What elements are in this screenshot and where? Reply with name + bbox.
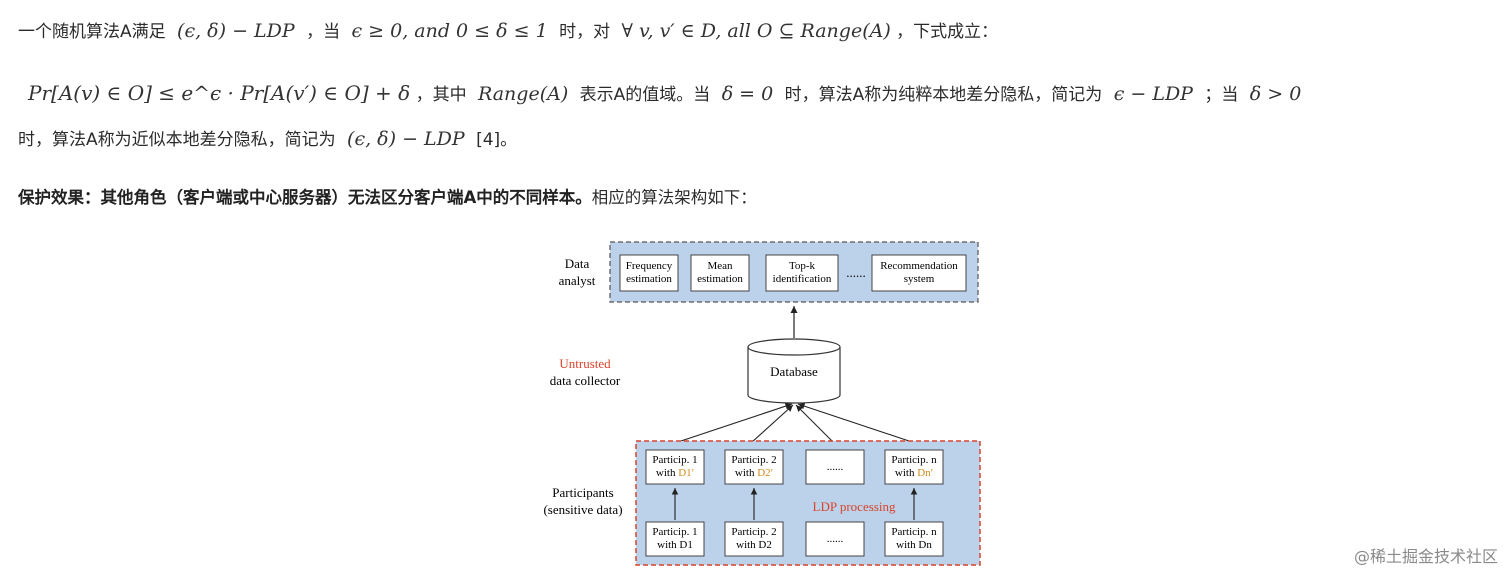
box-label: Particip. n: [891, 526, 937, 538]
box-label: with D1: [657, 539, 693, 551]
math-expression: (ϵ, δ) − LDP: [177, 20, 295, 42]
math-expression: ϵ ≥ 0, and 0 ≤ δ ≤ 1: [351, 20, 548, 42]
text: [4]。: [476, 130, 518, 150]
box-label: with D1′: [656, 467, 694, 479]
paragraph-approx-ldp: 时，算法A称为近似本地差分隐私，简记为 (ϵ, δ) − LDP [4]。: [18, 125, 517, 150]
ellipsis: ......: [846, 265, 866, 280]
text: 时，算法A称为近似本地差分隐私，简记为: [18, 130, 336, 150]
participant-box-upper-n: Particip. n with Dn′: [884, 449, 944, 485]
paragraph-protection-effect: 保护效果：其他角色（客户端或中心服务器）无法区分客户端A中的不同样本。相应的算法…: [18, 184, 757, 208]
participant-box-lower-ellipsis: ......: [805, 521, 865, 557]
ldp-processing-label: LDP processing: [813, 499, 896, 514]
box-label: Top-k: [789, 260, 816, 272]
math-expression: Range(A): [477, 83, 569, 105]
paragraph-formula: Pr[A(v) ∈ O] ≤ e^ϵ · Pr[A(v′) ∈ O] + δ ，…: [28, 80, 1301, 105]
box-label: Mean: [707, 260, 733, 272]
analysis-box-recommendation: Recommendation system: [871, 254, 967, 292]
text: 时，对: [559, 22, 611, 42]
participant-box-upper-2: Particip. 2 with D2′: [724, 449, 784, 485]
arrow: [751, 404, 794, 443]
data-analyst-label: analyst: [559, 273, 596, 288]
box-label: with Dn′: [895, 467, 933, 479]
participant-box-upper-1: Particip. 1 with D1′: [645, 449, 705, 485]
participant-box-lower-1: Particip. 1 with D1: [645, 521, 705, 557]
box-label: Particip. 2: [731, 526, 776, 538]
math-expression: ∀ v, v′ ∈ D, all O ⊆ Range(A): [621, 20, 891, 42]
box-label: identification: [773, 273, 832, 285]
box-label: with Dn: [896, 539, 932, 551]
box-label: Particip. 2: [731, 454, 776, 466]
analysis-box-mean: Mean estimation: [690, 254, 750, 292]
analysis-box-topk: Top-k identification: [765, 254, 839, 292]
box-label: Particip. 1: [652, 454, 697, 466]
ldp-architecture-diagram: Data analyst Frequency estimation Mean e…: [543, 241, 981, 566]
box-label: estimation: [626, 273, 672, 285]
participant-box-upper-ellipsis: ......: [805, 449, 865, 485]
text: 表示A的值域。当: [579, 85, 711, 105]
box-label: system: [904, 273, 935, 285]
math-expression: (ϵ, δ) − LDP: [347, 128, 465, 150]
text: ；当: [1204, 85, 1239, 105]
text: 时，算法A称为纯粹本地差分隐私，简记为: [784, 85, 1103, 105]
participant-box-lower-n: Particip. n with Dn: [884, 521, 944, 557]
text: ，当: [306, 22, 341, 42]
arrow: [677, 402, 793, 443]
box-label: ......: [827, 461, 844, 473]
analysis-box-frequency: Frequency estimation: [619, 254, 679, 292]
math-expression: δ = 0: [721, 83, 774, 105]
box-label: estimation: [697, 273, 743, 285]
box-label: Frequency: [626, 260, 673, 272]
math-expression: ϵ − LDP: [1113, 83, 1193, 105]
arrow: [795, 404, 834, 443]
data-collector-label: data collector: [550, 373, 621, 388]
bold-text: 保护效果：其他角色（客户端或中心服务器）无法区分客户端A中的不同样本。: [18, 188, 592, 207]
box-label: Particip. 1: [652, 526, 697, 538]
text: ，其中: [415, 85, 467, 105]
participants-label: (sensitive data): [543, 502, 622, 517]
text: 相应的算法架构如下：: [591, 188, 757, 207]
text: ，下式成立：: [896, 22, 999, 42]
paragraph-ldp-definition: 一个随机算法A满足 (ϵ, δ) − LDP ，当 ϵ ≥ 0, and 0 ≤…: [18, 17, 998, 42]
box-label: with D2′: [735, 467, 773, 479]
box-label: with D2: [736, 539, 772, 551]
participant-box-lower-2: Particip. 2 with D2: [724, 521, 784, 557]
math-expression: δ > 0: [1249, 83, 1302, 105]
arrow: [797, 402, 913, 443]
participants-label: Participants: [552, 485, 613, 500]
untrusted-label: Untrusted: [559, 356, 611, 371]
database-label: Database: [770, 364, 818, 379]
math-formula: Pr[A(v) ∈ O] ≤ e^ϵ · Pr[A(v′) ∈ O] + δ: [28, 81, 411, 105]
watermark: @稀土掘金技术社区: [1353, 547, 1498, 566]
data-analyst-label: Data: [565, 256, 590, 271]
box-label: Particip. n: [891, 454, 937, 466]
text: 一个随机算法A满足: [18, 22, 166, 42]
box-label: Recommendation: [880, 260, 958, 272]
box-label: ......: [827, 533, 844, 545]
database-cylinder: Database: [747, 338, 841, 404]
